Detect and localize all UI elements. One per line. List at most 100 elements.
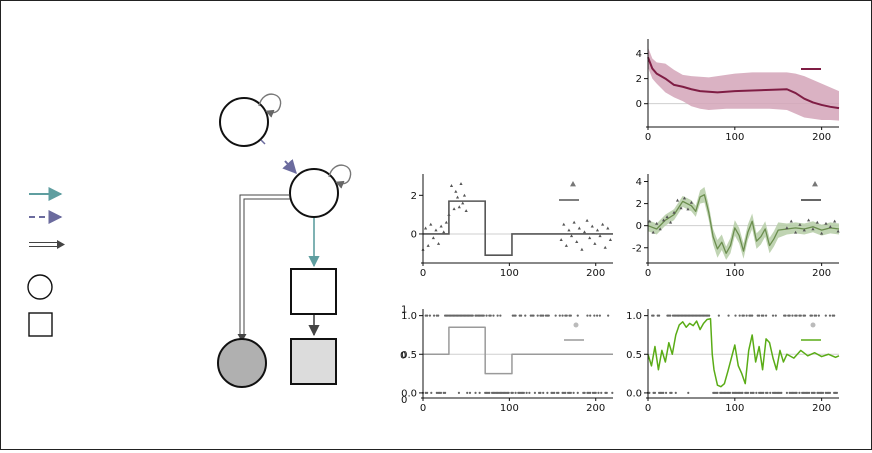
data-point <box>679 206 683 210</box>
x-tick-label: 200 <box>586 268 605 279</box>
binary-dot-bottom <box>828 391 832 395</box>
data-point <box>567 228 571 232</box>
data-point <box>562 222 566 226</box>
data-point <box>564 243 568 247</box>
binary-dot-bottom <box>511 391 514 395</box>
binary-dot-bottom <box>522 391 525 395</box>
y-tick-label: 4 <box>636 49 642 60</box>
data-point <box>582 230 587 234</box>
binary-dot-bottom <box>514 391 517 395</box>
node-e-circle <box>217 338 267 388</box>
data-point <box>789 219 793 223</box>
binary-dot-top <box>437 314 440 317</box>
data-point <box>648 219 652 223</box>
data-point <box>793 230 798 234</box>
binary-dot-top <box>576 314 579 317</box>
data-point <box>442 230 446 234</box>
binary-dot-top <box>658 314 661 317</box>
data-point <box>682 196 687 200</box>
binary-dot-top <box>833 314 836 317</box>
binary-dot-bottom <box>821 391 825 395</box>
binary-dot-bottom <box>611 391 614 395</box>
data-point <box>802 228 806 232</box>
binary-dot-bottom <box>583 391 586 395</box>
binary-dot-top <box>536 314 539 317</box>
data-point <box>833 219 837 223</box>
binary-dot-bottom <box>741 391 744 395</box>
y-tick-label: 0 <box>636 99 642 110</box>
dashed-arrow-into-b <box>282 158 297 175</box>
binary-dot-top <box>828 314 832 317</box>
node-a-self-loop <box>258 93 282 118</box>
binary-dot-top <box>432 314 436 317</box>
binary-dot-top <box>771 314 775 317</box>
binary-dot-top <box>426 314 429 317</box>
data-point <box>577 226 581 230</box>
binary-dot-bottom <box>798 391 801 395</box>
binary-dot-top <box>589 314 592 317</box>
binary-dot-bottom <box>780 391 783 395</box>
data-point <box>675 198 680 202</box>
binary-dot-top <box>492 314 495 317</box>
binary-dot-top <box>799 314 802 317</box>
binary-dot-bottom <box>769 391 772 395</box>
binary-dot-top <box>745 314 748 317</box>
data-point <box>672 210 676 214</box>
binary-dot-top <box>547 314 550 317</box>
binary-dot-top <box>514 314 517 317</box>
binary-dot-bottom <box>605 391 608 395</box>
data-point <box>593 242 597 245</box>
binary-dot-top <box>717 314 720 317</box>
x-tick-label: 0 <box>645 268 651 279</box>
y-tick-label: -2 <box>632 243 642 254</box>
data-point <box>455 195 460 199</box>
x-tick-label: 0 <box>645 403 651 414</box>
binary-dot-bottom <box>813 391 816 395</box>
binary-dot-bottom <box>468 391 472 395</box>
binary-dot-top <box>784 314 787 317</box>
binary-dot-bottom <box>444 391 447 395</box>
node-a-circle <box>219 97 269 147</box>
binary-dot-bottom <box>466 391 469 395</box>
binary-dot-bottom <box>795 391 798 395</box>
y-tick-label: 1.0 <box>626 311 642 322</box>
x-tick-label: 100 <box>725 403 744 414</box>
data-point <box>585 218 589 222</box>
binary-dot-top <box>428 314 432 317</box>
y-tick-label: 2 <box>636 199 642 210</box>
binary-dot-top <box>791 314 794 317</box>
binary-dot-top <box>598 314 601 317</box>
y-tick-label: 0.0 <box>401 388 417 399</box>
binary-dot-top <box>496 314 499 317</box>
square-node-icon <box>28 312 53 337</box>
diagram <box>217 93 352 388</box>
binary-dot-bottom <box>507 391 510 395</box>
binary-dot-top <box>810 314 814 317</box>
binary-dot-top <box>795 314 798 317</box>
double-line-arrow-icon <box>29 240 65 249</box>
binary-dot-bottom <box>576 391 579 395</box>
data-point <box>655 221 659 225</box>
binary-dot-bottom <box>539 391 542 395</box>
y-tick-label: 2 <box>636 74 642 85</box>
confidence-band-0 <box>648 187 839 260</box>
binary-dot-bottom <box>533 391 537 395</box>
extra-label: 1 <box>401 305 407 316</box>
data-point <box>689 200 694 204</box>
x-tick-label: 0 <box>645 132 651 143</box>
data-point <box>807 218 811 222</box>
data-point <box>815 220 819 224</box>
series-line-0 <box>647 317 840 388</box>
binary-dot-top <box>734 314 737 317</box>
x-tick-label: 0 <box>420 268 426 279</box>
data-point <box>651 230 655 234</box>
x-tick-label: 200 <box>812 132 831 143</box>
binary-dot-bottom <box>457 391 461 395</box>
legend-marker <box>810 322 816 328</box>
data-point <box>464 209 468 213</box>
binary-dot-top <box>520 314 523 317</box>
data-point <box>598 234 602 238</box>
